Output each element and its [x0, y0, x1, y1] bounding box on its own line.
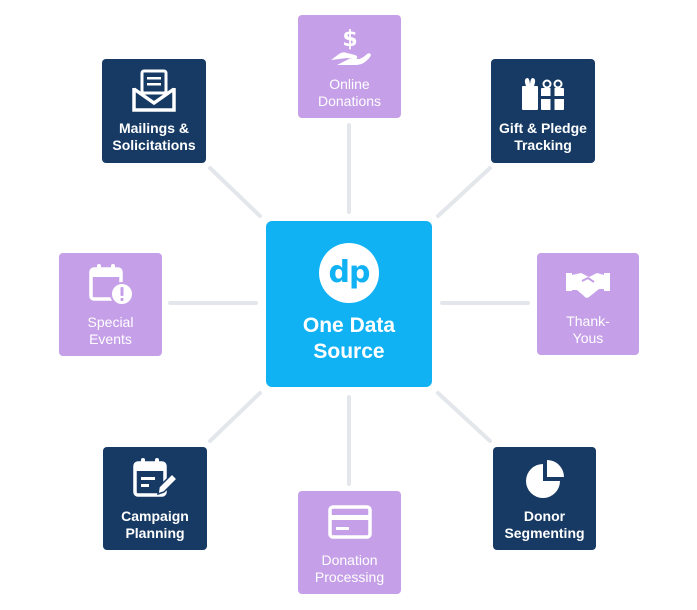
calendar-edit-icon: [133, 457, 178, 497]
pie-chart-icon: [525, 459, 564, 498]
tile-campaign-planning: Campaign Planning: [103, 447, 207, 550]
tile-label: Special Events: [87, 313, 134, 347]
tile-mailings-solicitations: Mailings & Solicitations: [102, 59, 206, 163]
tile-label: Online Donations: [317, 75, 382, 109]
svg-text:$: $: [342, 27, 357, 52]
credit-card-icon: [327, 504, 372, 539]
mail-icon: [132, 69, 176, 112]
gift-icon: [522, 78, 564, 110]
tile-special-events: Special Events: [59, 253, 162, 356]
connector-campaign-planning: [208, 391, 262, 443]
center-title: One Data Source: [302, 314, 396, 363]
tile-label: Thank- Yous: [566, 313, 610, 346]
dp-logo: dp: [319, 243, 379, 303]
connector-donor-segmenting: [436, 391, 492, 443]
calendar-alert-icon: [88, 263, 134, 306]
tile-label: Mailings & Solicitations: [112, 120, 196, 153]
connector-gift-pledge: [436, 166, 492, 218]
center-node: dp One Data Source: [266, 221, 432, 387]
tile-label: Campaign Planning: [121, 507, 189, 541]
tile-label: Gift & Pledge Tracking: [499, 120, 587, 153]
logo-text: dp: [328, 255, 371, 290]
tile-thank-yous: Thank- Yous: [537, 253, 639, 355]
tile-label: Donor Segmenting: [504, 507, 585, 541]
tile-label: Donation Processing: [314, 551, 385, 585]
tile-online-donations: $ Online Donations: [298, 15, 401, 118]
dollar-hand-icon: $: [330, 27, 371, 65]
tile-donation-processing: Donation Processing: [298, 491, 401, 594]
tile-gift-pledge-tracking: Gift & Pledge Tracking: [491, 59, 595, 163]
handshake-icon: [566, 273, 610, 298]
tile-donor-segmenting: Donor Segmenting: [493, 447, 596, 550]
connector-mailings: [208, 166, 262, 218]
